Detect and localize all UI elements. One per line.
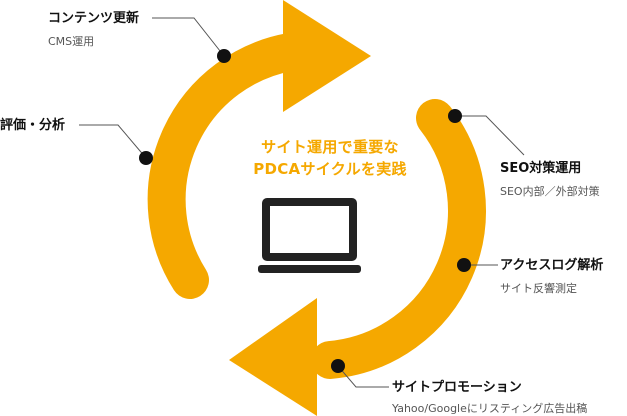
leader-line-seo — [455, 115, 525, 156]
leader-line-promotion — [337, 365, 389, 388]
dot-promotion — [331, 359, 345, 373]
step-title: コンテンツ更新 — [48, 11, 140, 26]
leader-lines — [79, 17, 525, 388]
leader-line-evaluation — [79, 124, 147, 159]
step-title: サイトプロモーション — [392, 380, 522, 395]
dot-access-log — [457, 258, 471, 272]
center-caption-line1: サイト運用で重要な — [261, 138, 399, 156]
step-title: 評価・分析 — [0, 118, 66, 133]
step-promotion: サイトプロモーション Yahoo/Googleにリスティング広告出稿 — [392, 379, 587, 416]
dot-evaluation — [139, 151, 153, 165]
center-caption-line2: PDCAサイクルを実践 — [253, 160, 407, 178]
step-subtitle: サイト反響測定 — [500, 282, 577, 295]
laptop-icon — [258, 198, 361, 273]
step-content-update: コンテンツ更新 CMS運用 — [48, 10, 139, 49]
step-subtitle: SEO内部／外部対策 — [500, 185, 600, 198]
leader-line-content-update — [152, 17, 225, 57]
step-seo: SEO対策運用 SEO内部／外部対策 — [500, 160, 600, 199]
step-title: SEO対策運用 — [500, 161, 582, 176]
step-subtitle: CMS運用 — [48, 35, 95, 48]
step-access-log: アクセスログ解析 サイト反響測定 — [500, 257, 603, 296]
lower-arrow — [229, 99, 486, 416]
step-title: アクセスログ解析 — [500, 258, 604, 273]
dot-content-update — [217, 49, 231, 63]
dot-seo — [448, 109, 462, 123]
step-evaluation: 評価・分析 — [0, 117, 65, 134]
center-caption: サイト運用で重要な PDCAサイクルを実践 — [230, 136, 430, 180]
upper-arrow — [147, 0, 371, 299]
cycle-dots — [139, 49, 471, 373]
step-subtitle: Yahoo/Googleにリスティング広告出稿 — [392, 402, 588, 415]
